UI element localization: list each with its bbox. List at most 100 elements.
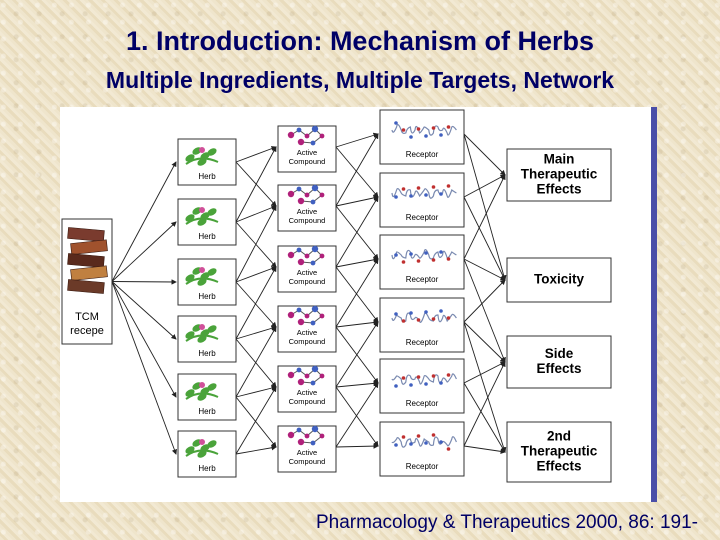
molecule-atom-icon [310, 260, 316, 266]
molecule-atom-icon [311, 365, 319, 373]
effect-label-line: Side [545, 346, 574, 361]
herb-flower-icon [199, 382, 205, 388]
protein-residue-icon [416, 434, 421, 438]
effect-label-line: Effects [536, 182, 581, 197]
molecule-atom-icon [310, 380, 316, 386]
book-stack-icon [70, 265, 108, 281]
protein-ribbon-icon [391, 436, 457, 448]
edge-arrow [463, 258, 506, 281]
edge-arrow [335, 382, 379, 448]
edge-arrow [463, 321, 507, 453]
effect-box [506, 335, 612, 389]
edge-arrow [463, 196, 506, 281]
molecule-atom-icon [319, 313, 325, 319]
molecule-atom-icon [287, 131, 295, 139]
edge-arrow [463, 279, 506, 323]
edge-arrow [335, 195, 379, 207]
edge-layer [111, 132, 507, 455]
compound-label-line1: Active [297, 328, 317, 337]
herb-leaf-icon [200, 444, 210, 452]
protein-residue-icon [446, 184, 451, 188]
molecule-atom-icon [297, 258, 305, 266]
herb-node: Herb [177, 138, 237, 186]
network-diagram: TCMrecepeHerbHerbHerbHerbHerbHerbActiveC… [61, 109, 612, 483]
herb-flower-icon [199, 324, 205, 330]
compound-label-line2: Compound [289, 277, 326, 286]
edge-arrow [335, 443, 379, 449]
effect-label-line: Main [544, 152, 575, 167]
protein-residue-icon [409, 442, 413, 446]
molecule-atom-icon [297, 438, 305, 446]
edge-arrow [235, 386, 277, 455]
herb-node: Herb [177, 315, 237, 363]
molecule-atom-icon [297, 378, 305, 386]
protein-residue-icon [401, 187, 406, 191]
book-stack-icon [67, 227, 105, 242]
edge-arrow [235, 338, 277, 388]
receptor-node: Receptor [379, 172, 465, 228]
edge-arrow [335, 258, 379, 328]
protein-ribbon-icon [391, 373, 457, 385]
protein-ribbon-icon [391, 249, 457, 260]
molecule-atom-icon [319, 433, 325, 439]
edge-arrow [335, 257, 379, 268]
molecule-atom-icon [319, 253, 325, 259]
molecule-atom-icon [310, 140, 316, 146]
herb-leaf-icon [207, 383, 217, 391]
effect-label-line: Effects [536, 361, 581, 376]
edge-arrow [463, 361, 506, 447]
edge-arrow [235, 385, 277, 398]
compound-label-line2: Compound [289, 457, 326, 466]
edge-arrow [463, 361, 506, 384]
protein-residue-icon [446, 125, 451, 129]
edge-arrow [335, 133, 379, 207]
protein-residue-icon [416, 127, 421, 131]
edge-arrow [235, 205, 277, 223]
molecule-atom-icon [296, 307, 302, 313]
protein-residue-icon [409, 252, 413, 256]
edge-arrow [463, 174, 506, 260]
protein-residue-icon [416, 375, 421, 379]
molecule-atom-icon [310, 199, 316, 205]
protein-residue-icon [409, 383, 413, 387]
edge-arrow [111, 279, 177, 285]
herb-leaf-icon [200, 329, 210, 337]
protein-residue-icon [394, 121, 398, 125]
receptor-label: Receptor [406, 213, 439, 222]
receptor-label: Receptor [406, 150, 439, 159]
molecule-atom-icon [296, 427, 302, 433]
tcm-recipe-label-line2: recepe [70, 325, 104, 337]
protein-residue-icon [439, 192, 443, 196]
molecule-atom-icon [304, 133, 310, 139]
molecule-atom-icon [287, 251, 295, 259]
molecule-atom-icon [296, 367, 302, 373]
receptor-box [379, 358, 465, 414]
molecule-atom-icon [304, 253, 310, 259]
molecule-atom-icon [287, 431, 295, 439]
receptor-box [379, 297, 465, 353]
herb-label: Herb [198, 349, 216, 358]
molecule-atom-icon [296, 127, 302, 133]
herb-leaf-icon [185, 274, 195, 282]
book-stack-icon [67, 279, 105, 294]
protein-residue-icon [446, 316, 451, 320]
effect-label-line: Effects [536, 459, 581, 474]
herb-node: Herb [177, 198, 237, 246]
edge-arrow [463, 133, 507, 281]
molecule-atom-icon [297, 318, 305, 326]
protein-residue-icon [431, 317, 436, 321]
edge-arrow [111, 221, 177, 282]
receptor-node: Receptor [379, 358, 465, 414]
receptor-node: Receptor [379, 234, 465, 290]
compound-label-line1: Active [297, 207, 317, 216]
edge-arrow [335, 266, 379, 323]
protein-residue-icon [424, 382, 428, 386]
protein-residue-icon [401, 435, 406, 439]
protein-residue-icon [431, 433, 436, 437]
compound-label-line1: Active [297, 148, 317, 157]
